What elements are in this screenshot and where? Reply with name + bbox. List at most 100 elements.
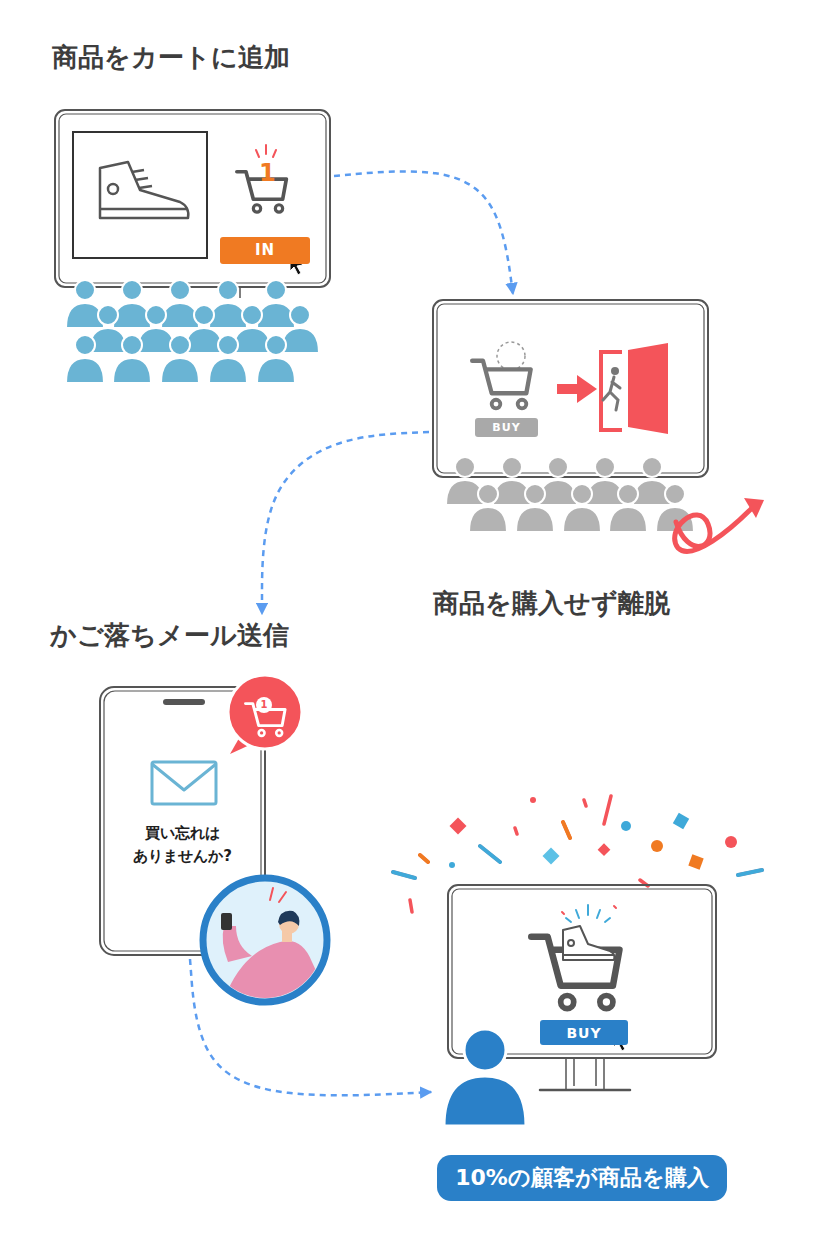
confetti bbox=[393, 846, 762, 878]
flow-arrow bbox=[262, 432, 429, 614]
confetti bbox=[725, 836, 737, 848]
button-label: IN bbox=[255, 243, 275, 258]
crowd-blue bbox=[66, 280, 104, 328]
monitor-outline bbox=[59, 114, 326, 283]
badge-count: 1 bbox=[257, 698, 271, 712]
confetti bbox=[420, 822, 570, 862]
step-heading: 商品を購入せず離脱 bbox=[433, 588, 670, 619]
cart-with-sneaker bbox=[562, 906, 616, 914]
cart-with-sneaker bbox=[563, 926, 615, 960]
monitor-outline bbox=[55, 110, 330, 287]
monitor-panel: 商品を購入せず離脱BUY bbox=[433, 300, 708, 477]
cart-with-sneaker bbox=[563, 954, 614, 956]
step-heading: かご落ちメール送信 bbox=[50, 620, 289, 651]
confetti bbox=[651, 840, 663, 852]
confetti bbox=[450, 818, 467, 835]
customer-icon bbox=[464, 1029, 506, 1071]
button-label: BUY bbox=[492, 422, 520, 433]
flow-arrow bbox=[334, 171, 513, 294]
crowd-blue bbox=[209, 335, 247, 383]
crowd-blue bbox=[257, 280, 295, 328]
cart-count: 1 bbox=[259, 161, 276, 185]
cart-with-sneaker bbox=[566, 905, 610, 922]
crowd-blue bbox=[257, 335, 295, 383]
confetti bbox=[449, 862, 455, 868]
monitor-outline bbox=[433, 300, 708, 477]
exit-icon bbox=[611, 367, 619, 375]
person-with-phone bbox=[221, 911, 332, 1005]
cart-badge bbox=[228, 675, 302, 754]
crowd-blue bbox=[161, 280, 199, 328]
person-with-phone bbox=[223, 926, 252, 962]
sneaker-icon bbox=[108, 184, 118, 194]
person-with-phone bbox=[221, 913, 232, 930]
crowd-blue bbox=[113, 280, 151, 328]
cart-with-sneaker bbox=[531, 905, 619, 1009]
crowd-grey bbox=[609, 484, 647, 532]
crowd-blue bbox=[161, 335, 199, 383]
sneaker-icon bbox=[100, 162, 188, 218]
leaving-arrow bbox=[675, 498, 764, 551]
flow-arrow bbox=[190, 959, 431, 1095]
envelope-icon bbox=[152, 764, 216, 790]
monitor-outline bbox=[433, 300, 708, 477]
phone-panel: かご落ちメール送信買い忘れは ありませんか? bbox=[100, 687, 265, 955]
monitor-outline bbox=[437, 304, 704, 473]
envelope-icon bbox=[152, 762, 216, 804]
envelope-icon bbox=[152, 762, 216, 804]
leaving-arrow bbox=[675, 508, 752, 551]
empty-cart-icon bbox=[472, 342, 530, 408]
confetti bbox=[621, 821, 631, 831]
monitor-outline bbox=[55, 110, 330, 298]
exit-icon bbox=[557, 343, 668, 434]
buy-button-disabled: BUY bbox=[475, 418, 538, 437]
crowd-grey bbox=[469, 484, 507, 532]
phone-outline bbox=[163, 699, 205, 705]
person-with-phone bbox=[278, 911, 299, 926]
monitor-outline bbox=[566, 1058, 604, 1090]
shoe-box bbox=[73, 132, 207, 258]
empty-cart-icon bbox=[497, 342, 525, 370]
crowd-blue bbox=[209, 280, 247, 328]
confetti bbox=[530, 797, 536, 803]
exit-icon bbox=[577, 375, 597, 403]
exit-icon bbox=[557, 384, 579, 394]
exit-icon bbox=[601, 352, 622, 430]
crowd-blue bbox=[66, 280, 319, 383]
crowd-grey bbox=[563, 484, 601, 532]
email-message: 買い忘れは ありませんか? bbox=[100, 822, 265, 869]
cart-icon bbox=[256, 145, 276, 157]
confetti bbox=[598, 843, 611, 856]
sneaker-icon bbox=[100, 162, 188, 218]
cart-icon bbox=[237, 145, 286, 212]
cart-with-sneaker bbox=[568, 940, 574, 946]
step-heading: 商品をカートに追加 bbox=[52, 42, 290, 73]
sneaker-icon bbox=[100, 208, 188, 211]
cart-with-sneaker bbox=[563, 926, 615, 960]
customer-icon bbox=[444, 1076, 526, 1126]
shoe-box bbox=[73, 132, 207, 258]
in-button: IN bbox=[220, 237, 310, 264]
cart-badge bbox=[228, 675, 302, 749]
crowd-blue bbox=[113, 335, 151, 383]
exit-icon bbox=[628, 343, 668, 434]
confetti bbox=[543, 848, 560, 865]
monitor-panel: 10%の顧客が商品を購入BUY bbox=[448, 885, 716, 1058]
monitor-outline bbox=[540, 1089, 630, 1092]
cart-badge bbox=[256, 697, 272, 713]
person-with-phone bbox=[270, 888, 286, 902]
sneaker-icon bbox=[132, 170, 152, 188]
result-pill: 10%の顧客が商品を購入 bbox=[437, 1155, 727, 1201]
leaving-arrow bbox=[744, 498, 764, 518]
monitor-panel: 商品をカートに追加IN bbox=[55, 110, 330, 287]
empty-cart-icon bbox=[472, 361, 531, 409]
buy-button: BUY bbox=[540, 1020, 628, 1045]
confetti bbox=[688, 854, 703, 869]
monitor-outline bbox=[448, 885, 716, 1090]
person-with-phone bbox=[203, 878, 332, 1005]
button-label: BUY bbox=[566, 1026, 601, 1040]
exit-icon bbox=[603, 377, 620, 410]
customer-icon bbox=[444, 1029, 526, 1126]
